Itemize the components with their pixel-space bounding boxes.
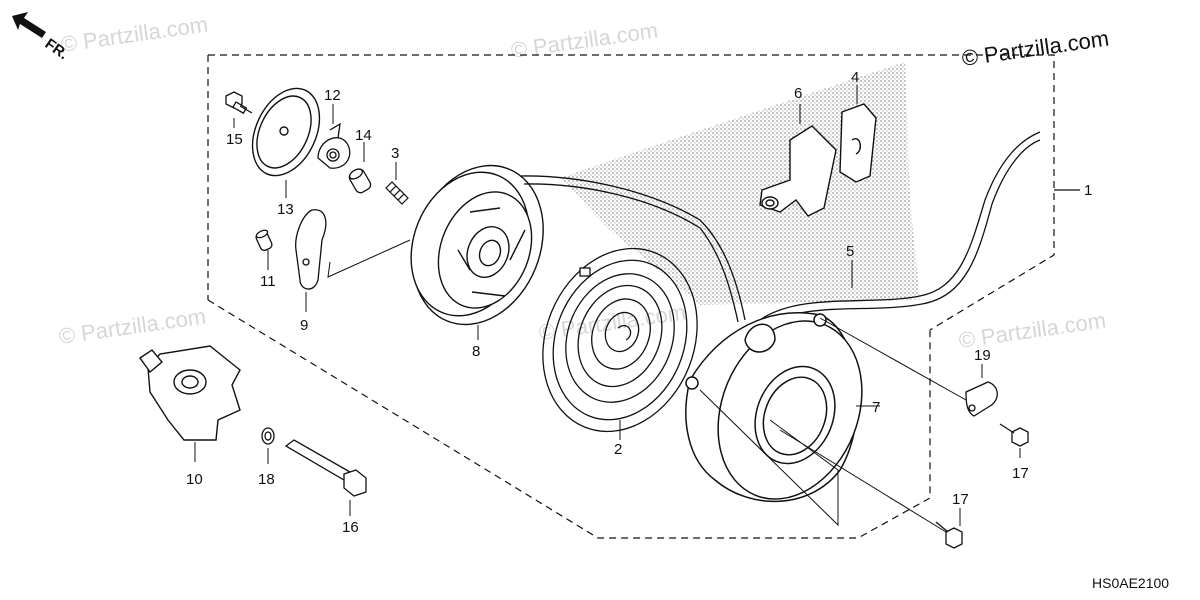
leader-line — [779, 429, 947, 533]
callout-9: 9 — [300, 317, 308, 334]
callout-14: 14 — [355, 127, 372, 144]
starter-handle-6 — [759, 125, 837, 217]
drive-pulley-10 — [139, 345, 241, 441]
watermark: © Partzilla.com — [537, 300, 687, 345]
watermark: © Partzilla.com — [509, 18, 659, 63]
collar-14 — [348, 168, 372, 194]
callout-7: 7 — [872, 399, 880, 416]
copyright-label: © Partzilla.com — [960, 26, 1110, 71]
callout-3: 3 — [391, 145, 399, 162]
callout-2: 2 — [614, 441, 622, 458]
callout-13: 13 — [277, 201, 294, 218]
rope-clamp-19 — [965, 381, 998, 417]
washer-18 — [261, 427, 275, 445]
callout-5: 5 — [846, 243, 854, 260]
callout-6: 6 — [794, 85, 802, 102]
callout-16: 16 — [342, 519, 359, 536]
bolt-17-lower — [935, 521, 963, 549]
assembly-outline — [207, 54, 1080, 539]
bolt-17-upper — [999, 423, 1029, 447]
callout-17: 17 — [1012, 465, 1029, 482]
callout-19: 19 — [974, 347, 991, 364]
leader-line — [819, 317, 967, 401]
leader-line — [699, 389, 839, 527]
friction-spring-12 — [317, 122, 351, 169]
callout-17: 17 — [952, 491, 969, 508]
leader-line — [327, 239, 411, 278]
callout-labels: 1 2 3 4 5 6 7 8 9 10 11 12 13 14 15 16 1… — [186, 69, 1092, 536]
grip-insert-4 — [839, 103, 877, 183]
callout-12: 12 — [324, 87, 341, 104]
recoil-spring-2 — [542, 247, 698, 433]
bolt-15 — [225, 91, 253, 115]
pin-11 — [255, 229, 273, 252]
starter-case-7 — [685, 312, 863, 503]
flange-bolt-16 — [284, 439, 367, 497]
callout-11: 11 — [260, 273, 276, 290]
callout-4: 4 — [851, 69, 859, 86]
starter-rope-5 — [519, 131, 1041, 328]
ratchet-9 — [295, 209, 327, 290]
spring-3 — [385, 181, 409, 205]
watermark: © Partzilla.com — [59, 12, 209, 57]
callout-15: 15 — [226, 131, 243, 148]
callout-1: 1 — [1084, 182, 1092, 199]
callout-10: 10 — [186, 471, 203, 488]
watermark: © Partzilla.com — [57, 304, 207, 349]
reel-pulley-8 — [410, 164, 544, 326]
callout-8: 8 — [472, 343, 480, 360]
stipple-shading — [560, 62, 920, 305]
plate-13 — [251, 87, 321, 177]
callout-18: 18 — [258, 471, 275, 488]
diagram-code: HS0AE2100 — [1092, 575, 1169, 591]
